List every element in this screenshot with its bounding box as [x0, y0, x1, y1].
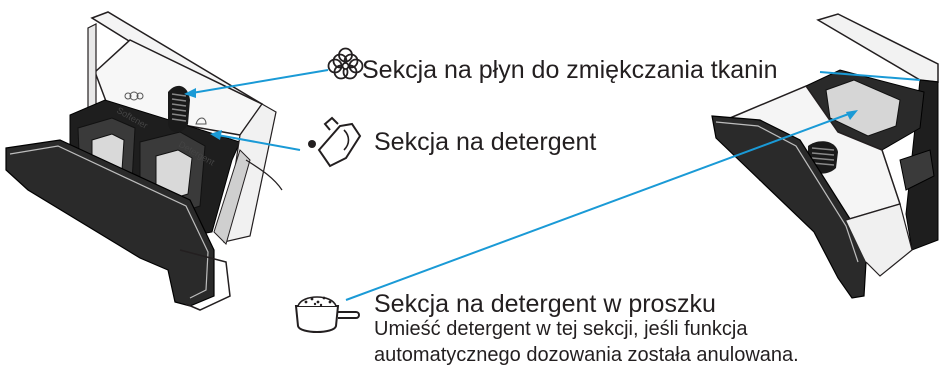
powder-section-note-line1: Umieść detergent w tej sekcji, jeśli fun…: [374, 318, 748, 340]
bottle-icon: [308, 116, 362, 168]
detergent-leader-line: [211, 133, 301, 151]
powder-leader-line: [345, 111, 855, 301]
left-dispenser-drawer: Softener Detergent: [5, 11, 283, 311]
powder-section-note-line2: automatycznego dozowania została anulowa…: [374, 344, 799, 366]
leader-lines: [184, 69, 921, 301]
softener-leader-line-right: [819, 71, 921, 81]
left-vent-grille: [168, 85, 190, 133]
softener-section-label: Sekcja na płyn do zmiękczania tkanin: [362, 56, 778, 84]
softener-leader-line: [185, 69, 329, 95]
right-dispenser-drawer: [711, 13, 939, 299]
powder-section-label: Sekcja na detergent w proszku: [374, 290, 716, 318]
detergent-section-label: Sekcja na detergent: [374, 128, 597, 156]
flower-icon: [327, 47, 364, 80]
scoop-icon: [294, 296, 360, 333]
